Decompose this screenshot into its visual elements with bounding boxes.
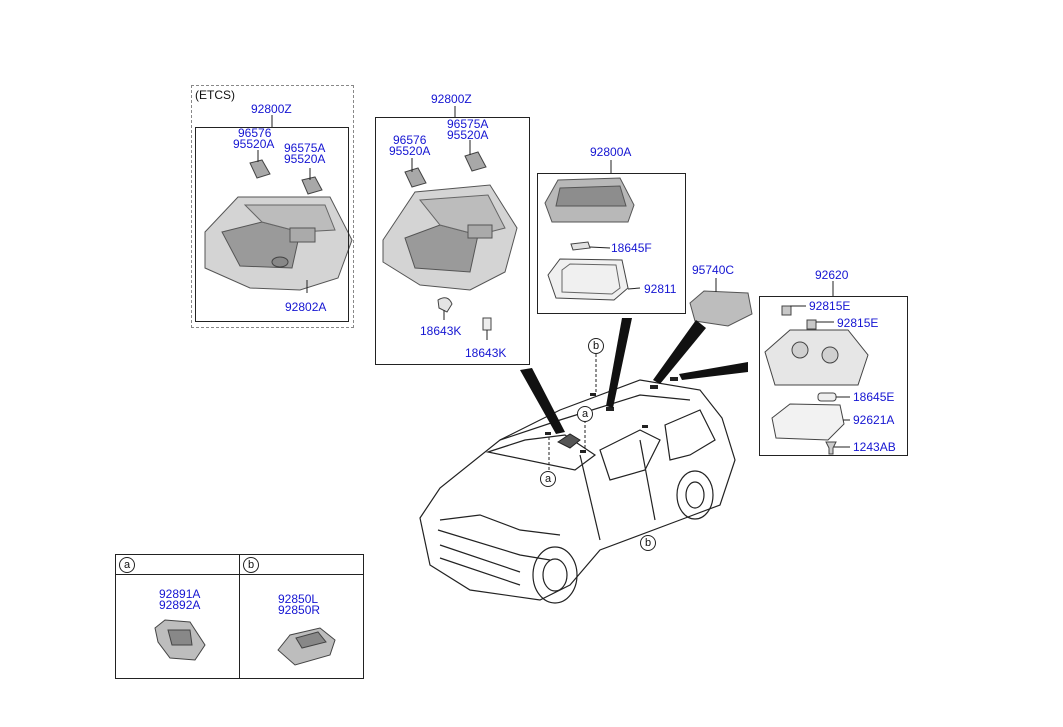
legend-key-b: b	[243, 557, 259, 573]
cover-part-label[interactable]: 95740C	[692, 263, 735, 277]
std-switch-b-drawing[interactable]	[464, 151, 487, 172]
etcs-group-box	[195, 127, 349, 322]
callout-a-mid: a	[577, 406, 593, 422]
etcs-part-a1-label[interactable]: 96576	[238, 126, 272, 140]
std-bulb-a-drawing[interactable]	[437, 297, 453, 313]
room-socket-a-label[interactable]: 92815E	[809, 299, 851, 313]
etcs-dashed-frame	[191, 85, 354, 328]
vehicle-roof-lamp	[557, 433, 581, 449]
room-assembly-label[interactable]: 92620	[815, 268, 849, 282]
legend-a-part2-label[interactable]: 92892A	[159, 598, 201, 612]
etcs-assembly-label[interactable]: 92800Z	[251, 102, 292, 116]
pointer-wedges	[520, 318, 748, 434]
room-bulb-label[interactable]: 18645E	[853, 390, 895, 404]
room-group-box	[759, 296, 908, 456]
etcs-console-assembly-drawing[interactable]	[204, 196, 353, 291]
std-assembly-label[interactable]: 92800Z	[431, 92, 472, 106]
std-bulb-b-label[interactable]: 18643K	[465, 346, 507, 360]
std-bulb-b-drawing[interactable]	[482, 317, 492, 331]
rear-assembly-label[interactable]: 92800A	[590, 145, 632, 159]
room-socket-a-drawing[interactable]	[781, 305, 792, 316]
vehicle-drawing	[419, 379, 736, 604]
legend-b-part2-label[interactable]: 92850R	[278, 603, 321, 617]
legend-a-part1-label[interactable]: 92891A	[159, 587, 201, 601]
cover-drawing[interactable]	[689, 290, 753, 327]
callout-b-top: b	[588, 338, 604, 354]
room-lens-label[interactable]: 92621A	[853, 413, 895, 427]
room-screw-label[interactable]: 1243AB	[853, 440, 896, 454]
callout-a-low: a	[540, 471, 556, 487]
rear-lens-drawing[interactable]	[547, 258, 629, 301]
legend-a-part-drawing[interactable]	[154, 619, 206, 661]
room-lamp-housing-drawing[interactable]	[764, 329, 869, 386]
std-part-a2-label[interactable]: 95520A	[389, 144, 431, 158]
rear-lamp-assembly-drawing[interactable]	[544, 177, 635, 223]
legend-divider	[239, 554, 240, 679]
etcs-part-b2-label[interactable]: 95520A	[284, 152, 326, 166]
room-screw-drawing[interactable]	[825, 441, 837, 455]
rear-bulb-label[interactable]: 18645F	[611, 241, 652, 255]
rear-lens-label[interactable]: 92811	[644, 282, 677, 296]
legend-b-part-drawing[interactable]	[277, 627, 336, 666]
std-group-box	[375, 117, 530, 365]
callout-b-side: b	[640, 535, 656, 551]
std-switch-a-drawing[interactable]	[404, 167, 427, 188]
std-part-a1-label[interactable]: 96576	[393, 133, 427, 147]
legend-b-part1-label[interactable]: 92850L	[278, 592, 319, 606]
etcs-part-b1-label[interactable]: 96575A	[284, 141, 326, 155]
etcs-part-a2-label[interactable]: 95520A	[233, 137, 275, 151]
std-part-b1-label[interactable]: 96575A	[447, 117, 489, 131]
std-part-b2-label[interactable]: 95520A	[447, 128, 489, 142]
legend-key-a: a	[119, 557, 135, 573]
etcs-switch-b-drawing[interactable]	[301, 176, 323, 195]
std-console-assembly-drawing[interactable]	[382, 184, 518, 291]
etcs-lens-label[interactable]: 92802A	[285, 300, 327, 314]
room-socket-b-drawing[interactable]	[806, 319, 817, 330]
leader-lines	[257, 106, 850, 470]
rear-bulb-drawing[interactable]	[570, 241, 591, 251]
room-lens-drawing[interactable]	[771, 403, 845, 441]
room-socket-b-label[interactable]: 92815E	[837, 316, 879, 330]
vehicle-lamp-marks	[545, 377, 678, 453]
std-bulb-a-label[interactable]: 18643K	[420, 324, 462, 338]
rear-group-box	[537, 173, 686, 314]
etcs-label: (ETCS)	[195, 88, 235, 102]
